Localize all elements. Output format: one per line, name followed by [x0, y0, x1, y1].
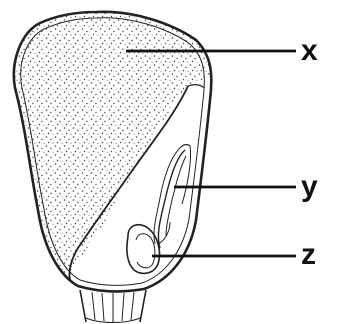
label-x: x [301, 36, 318, 66]
label-y: y [301, 172, 318, 202]
label-z: z [301, 240, 316, 270]
radicle [127, 222, 170, 273]
endosperm-texture [0, 0, 338, 292]
plumule [154, 145, 191, 248]
seed-stalk [80, 290, 146, 323]
